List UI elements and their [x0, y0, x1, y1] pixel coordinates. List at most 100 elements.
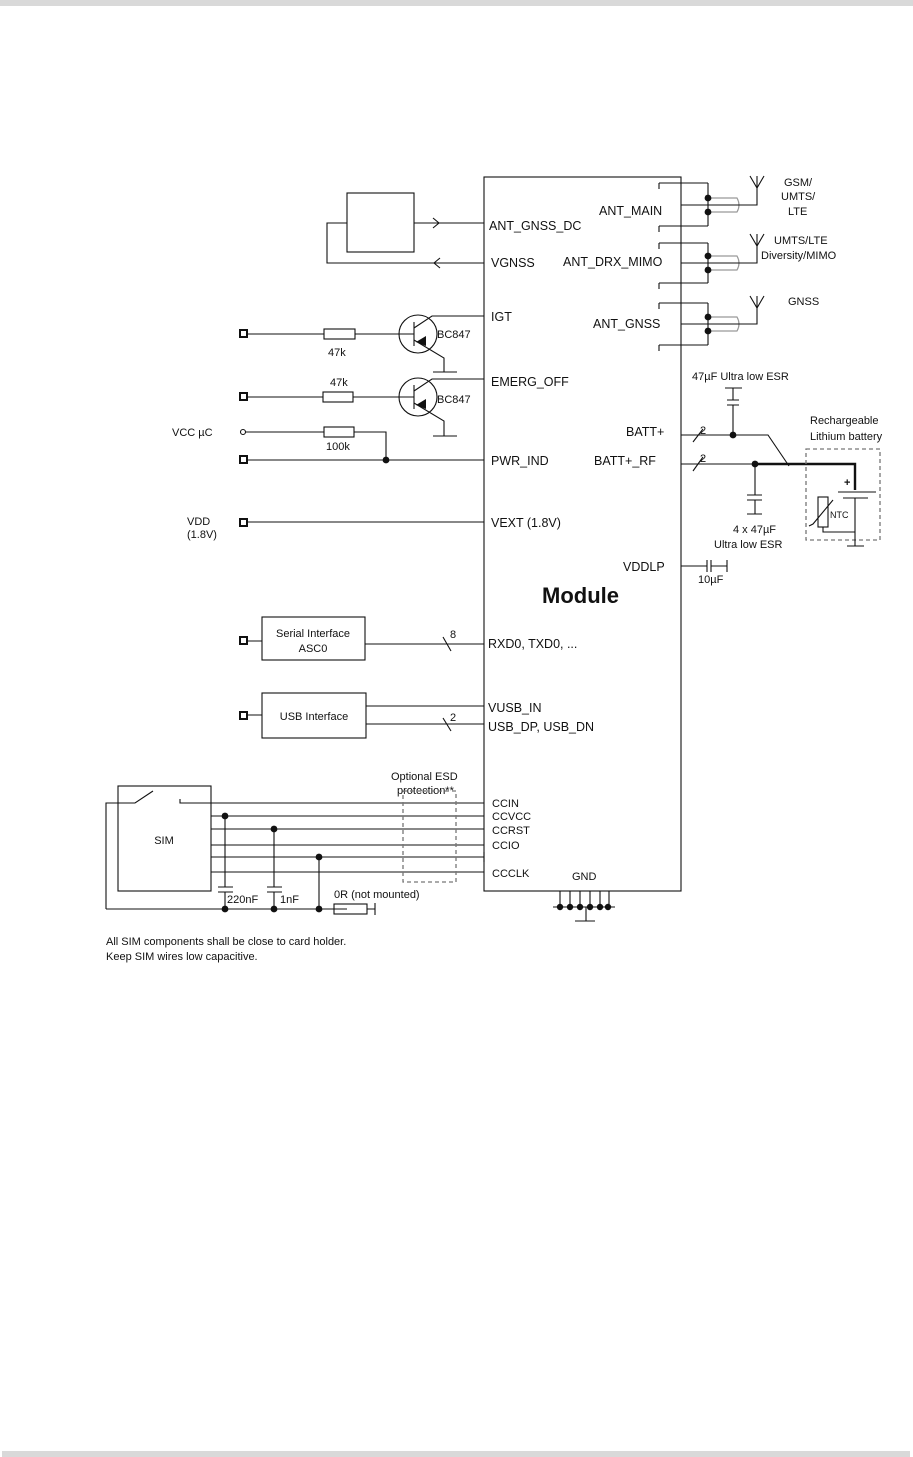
- pin-ccin: CCIN: [492, 798, 519, 810]
- wire: [211, 815, 484, 873]
- junction-dot: [315, 905, 323, 913]
- resistor-sim: [333, 903, 368, 915]
- battery-circuit: 47µF Ultra low ESR BATT+ 2 BATT+_RF 2 4 …: [594, 371, 883, 551]
- vdd-label-2: (1.8V): [187, 529, 217, 541]
- wire: [246, 431, 387, 460]
- battery-plus-label: +: [844, 477, 850, 489]
- vdd-label-1: VDD: [187, 516, 210, 528]
- pin-gnd: GND: [572, 871, 597, 883]
- antenna-label-gnss: GNSS: [788, 296, 819, 308]
- pin-ant-gnss-dc: ANT_GNSS_DC: [489, 219, 581, 233]
- arrow-right-icon: [432, 217, 440, 229]
- wire: [326, 222, 484, 264]
- serial-bus-width: 8: [450, 629, 456, 641]
- wire: [398, 378, 484, 437]
- serial-interface-label-1: Serial Interface: [276, 628, 350, 640]
- wire: [416, 399, 426, 409]
- wire: [416, 336, 426, 346]
- wire: [247, 636, 484, 652]
- junction-dot: [270, 825, 278, 833]
- usb-bus-width: 2: [450, 712, 456, 724]
- resistor-igt-label: 47k: [328, 347, 346, 359]
- usb-interface-label: USB Interface: [280, 711, 348, 723]
- wire: [553, 891, 615, 922]
- junction-dot: [704, 313, 712, 321]
- ntc-label: NTC: [830, 510, 849, 520]
- pin-ant-drx-mimo: ANT_DRX_MIMO: [563, 255, 663, 269]
- connector-terminal-icon: [239, 329, 248, 338]
- serial-interface-box: [261, 616, 366, 661]
- module-outline: [483, 176, 682, 892]
- antenna-drx-mimo: ANT_DRX_MIMO UMTS/LTE Diversity/MIMO: [563, 233, 837, 289]
- junction-dot: [315, 853, 323, 861]
- pin-igt: IGT: [491, 310, 512, 324]
- connector-terminal-icon: [239, 455, 248, 464]
- vext-circuit: VDD (1.8V) VEXT (1.8V): [187, 516, 561, 541]
- battery-label-2: Lithium battery: [810, 431, 883, 443]
- wire: [692, 428, 704, 443]
- junction-dot: [704, 208, 712, 216]
- pin-batt: BATT+: [626, 425, 664, 439]
- junction-dot: [704, 266, 712, 274]
- esd-label-1: Optional ESD: [391, 771, 458, 783]
- antenna-icon: [737, 175, 765, 206]
- junction-dot: [704, 194, 712, 202]
- page-bottom-border: [2, 1451, 910, 1457]
- junction-dot: [596, 903, 604, 911]
- junction-dot: [586, 903, 594, 911]
- resistor-emerg: [322, 391, 354, 403]
- serial-interface: Serial Interface ASC0 8 RXD0, TXD0, ...: [239, 616, 577, 661]
- junction-dot: [704, 252, 712, 260]
- emerg-off-circuit: 47k BC847 EMERG_OFF: [239, 375, 569, 437]
- pin-ant-gnss: ANT_GNSS: [593, 317, 660, 331]
- notes: All SIM components shall be close to car…: [106, 936, 346, 963]
- igt-circuit: 47k BC847 IGT: [239, 310, 512, 373]
- pin-rxd0: RXD0, TXD0, ...: [488, 637, 577, 651]
- junction-dot: [221, 905, 229, 913]
- antenna-icon: [737, 233, 765, 264]
- resistor-pwr-label: 100k: [326, 441, 350, 453]
- pin-emerg-off: EMERG_OFF: [491, 375, 569, 389]
- pin-vusb-in: VUSB_IN: [488, 701, 542, 715]
- pin-ccio: CCIO: [492, 840, 520, 852]
- batt-bus-width: 2: [700, 425, 706, 437]
- cap-sim-1nf-label: 1nF: [280, 894, 299, 906]
- pwr-ind-circuit: VCC µC 100k PWR_IND: [172, 426, 549, 468]
- gnd-circuit: GND: [553, 871, 615, 922]
- pin-ccvcc: CCVCC: [492, 811, 531, 823]
- junction-dot: [566, 903, 574, 911]
- resistor-pwr: [323, 426, 355, 438]
- pin-vext: VEXT (1.8V): [491, 516, 561, 530]
- junction-dot: [556, 903, 564, 911]
- note-line-2: Keep SIM wires low capacitive.: [106, 951, 258, 963]
- capacitor-sim-1nf: [267, 829, 282, 909]
- junction-dot: [221, 812, 229, 820]
- battery-label-1: Rechargeable: [810, 415, 879, 427]
- capacitor-batt-rf: [747, 464, 762, 515]
- battrf-bus-width: 2: [700, 453, 706, 465]
- antenna-gnss: ANT_GNSS GNSS: [593, 295, 819, 351]
- pin-batt-rf: BATT+_RF: [594, 454, 656, 468]
- cap-batt-label: 47µF Ultra low ESR: [692, 371, 789, 383]
- antenna-icon: [737, 295, 765, 325]
- lna-box: [346, 192, 415, 253]
- transistor-igt-label: BC847: [437, 329, 471, 341]
- wire: [681, 434, 790, 467]
- cap-battrf-label-2: Ultra low ESR: [714, 539, 783, 551]
- usb-interface-box: [261, 692, 367, 739]
- connector-terminal-icon: [239, 636, 248, 645]
- module-block: Module: [483, 176, 682, 892]
- pin-usb-dp-dn: USB_DP, USB_DN: [488, 720, 594, 734]
- note-line-1: All SIM components shall be close to car…: [106, 936, 346, 948]
- serial-interface-label-2: ASC0: [299, 643, 328, 655]
- resistor-sim-label: 0R (not mounted): [334, 889, 420, 901]
- connector-terminal-icon: [239, 711, 248, 720]
- cap-battrf-label-1: 4 x 47µF: [733, 524, 776, 536]
- wire: [658, 182, 750, 232]
- wire: [398, 315, 484, 373]
- antenna-label-drx-2: Diversity/MIMO: [761, 250, 837, 262]
- pin-vddlp: VDDLP: [623, 560, 665, 574]
- wire: [247, 705, 484, 732]
- connector-terminal-icon: [239, 392, 248, 401]
